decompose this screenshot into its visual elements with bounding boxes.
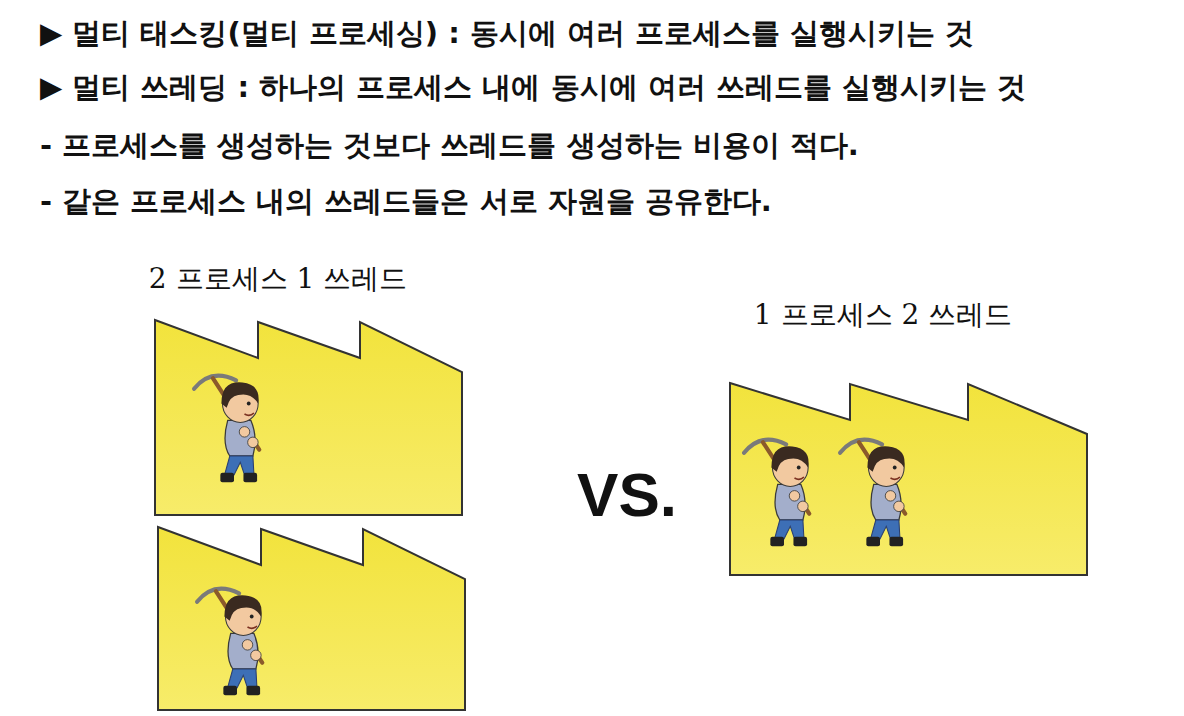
factory-outline	[730, 383, 1087, 575]
worker-figure	[744, 440, 809, 547]
note-line: - 프로세스를 생성하는 것보다 쓰레드를 생성하는 비용이 적다.	[40, 128, 859, 163]
vs-mark: VS.	[577, 458, 677, 532]
factory-outline	[155, 320, 462, 515]
worker-figure	[194, 376, 259, 483]
definition-line: ▶ 멀티 태스킹(멀티 프로세싱) : 동시에 여러 프로세스를 실행시키는 것	[40, 16, 974, 51]
factory-outline	[158, 527, 465, 710]
group-heading: 1 프로세스 2 쓰레드	[754, 298, 1012, 332]
note-line: - 같은 프로세스 내의 쓰레드들은 서로 자원을 공유한다.	[40, 184, 772, 219]
worker-figure	[840, 440, 905, 547]
worker-figure	[197, 589, 262, 696]
group-heading: 2 프로세스 1 쓰레드	[149, 262, 407, 296]
definition-line: ▶ 멀티 쓰레딩 : 하나의 프로세스 내에 동시에 여러 쓰레드를 실행시키는…	[40, 70, 1026, 105]
